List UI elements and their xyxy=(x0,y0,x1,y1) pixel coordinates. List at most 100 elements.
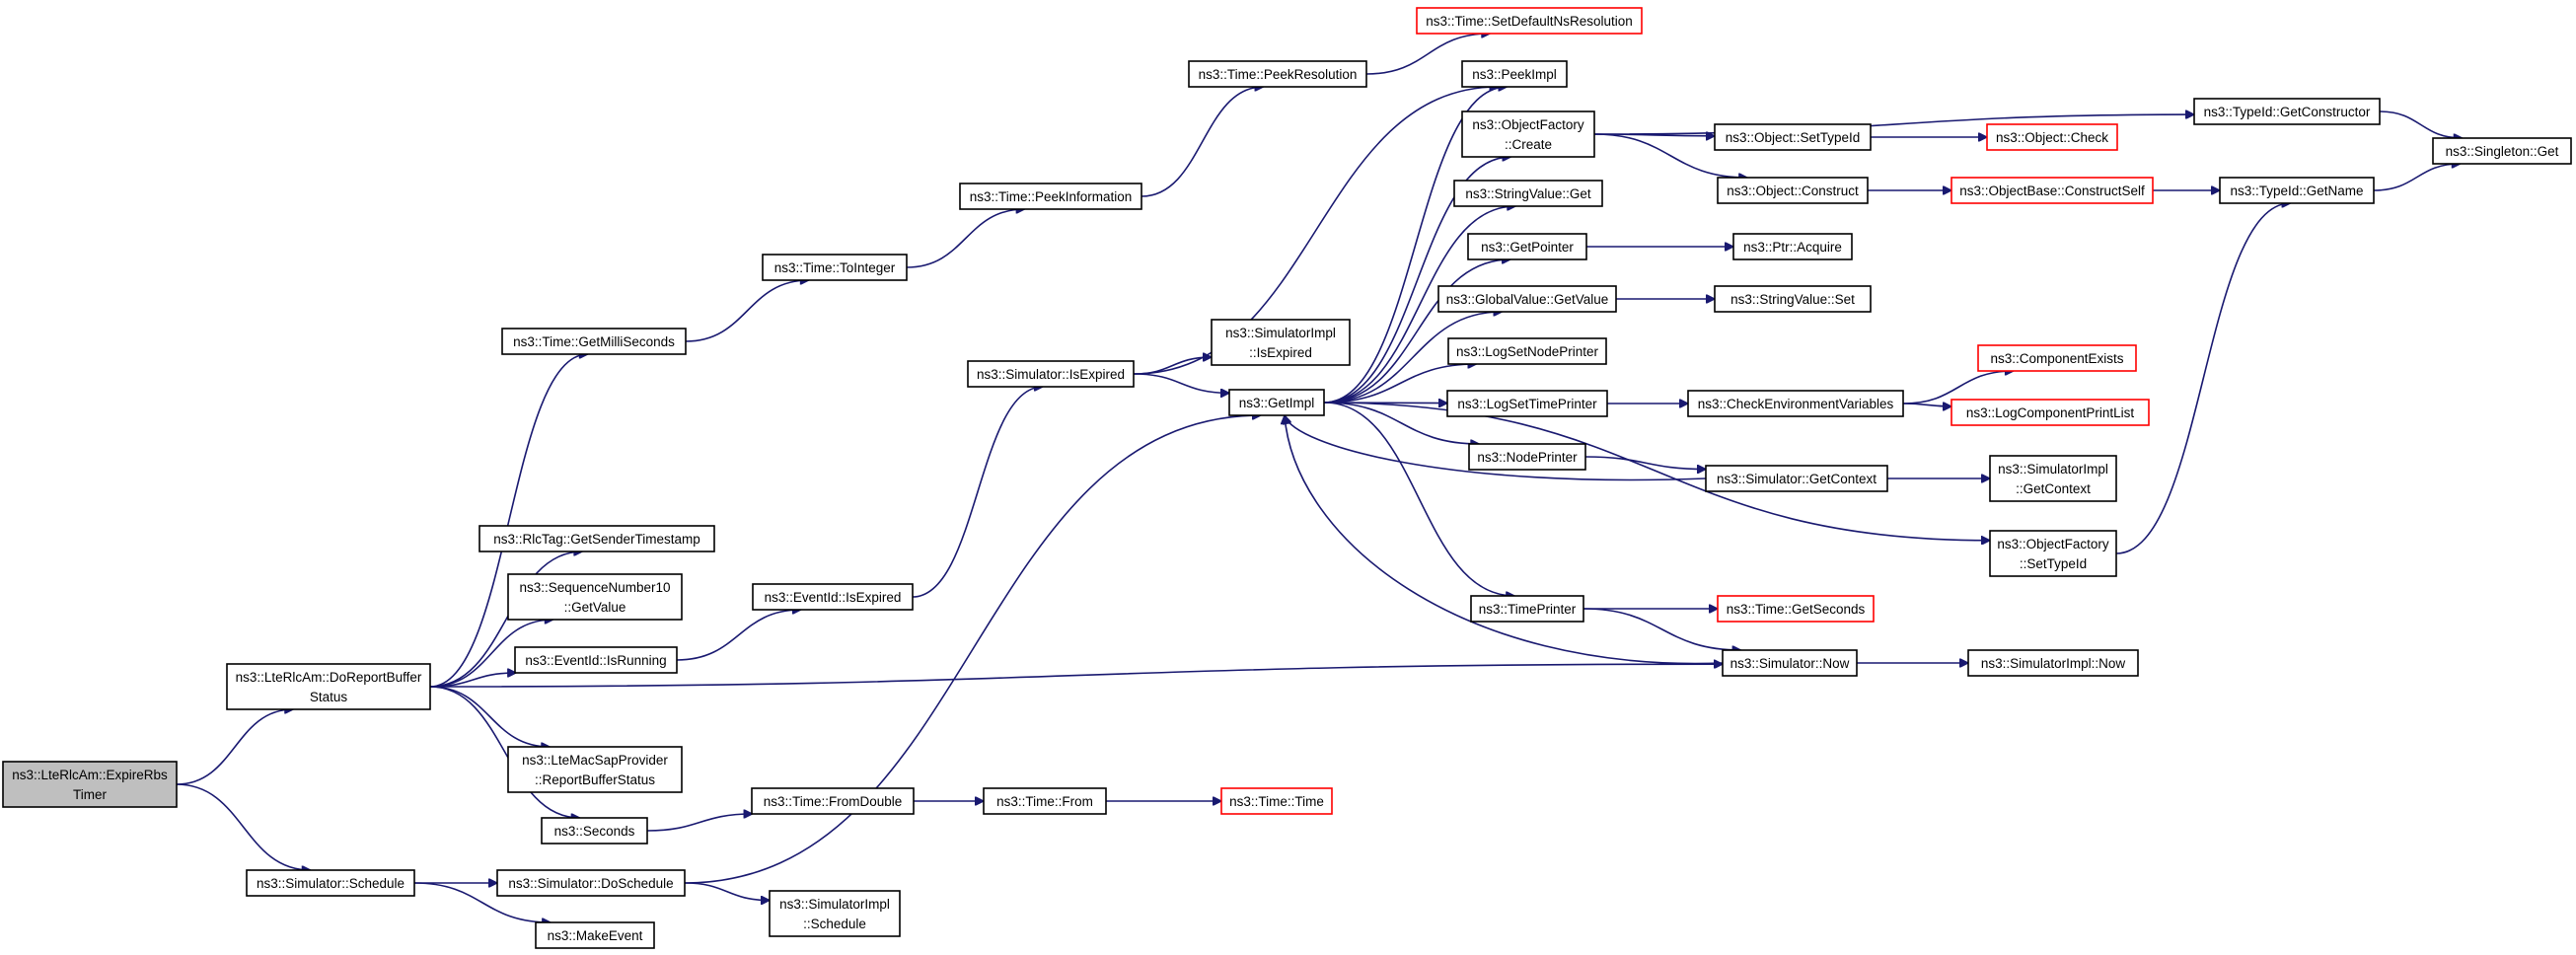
node-ns3-simulatorimpl-isexpired[interactable]: ns3::SimulatorImpl::IsExpired xyxy=(1211,319,1351,366)
node-box xyxy=(2193,98,2381,125)
node-ns3-ptr-acquire[interactable]: ns3::Ptr::Acquire xyxy=(1732,233,1853,260)
node-label: ns3::RlcTag::GetSenderTimestamp xyxy=(493,532,700,547)
node-ns3-simulator-now[interactable]: ns3::Simulator::Now xyxy=(1722,649,1858,677)
node-ns3-simulator-doschedule[interactable]: ns3::Simulator::DoSchedule xyxy=(496,869,686,897)
node-label: ns3::EventId::IsRunning xyxy=(525,653,666,668)
node-ns3-sequencenumber10-getvalue[interactable]: ns3::SequenceNumber10::GetValue xyxy=(507,573,683,621)
node-ns3-simulator-getcontext[interactable]: ns3::Simulator::GetContext xyxy=(1705,465,1888,492)
node-ns3-typeid-getname[interactable]: ns3::TypeId::GetName xyxy=(2219,177,2375,204)
node-ns3-time-getmilliseconds[interactable]: ns3::Time::GetMilliSeconds xyxy=(501,328,687,355)
node-box xyxy=(769,890,901,937)
node-label: ns3::TimePrinter xyxy=(1479,602,1577,617)
node-ns3-getpointer[interactable]: ns3::GetPointer xyxy=(1467,233,1587,260)
node-box xyxy=(1714,285,1872,313)
node-ns3-object-settypeid[interactable]: ns3::Object::SetTypeId xyxy=(1714,123,1872,151)
node-ns3-getimpl[interactable]: ns3::GetImpl xyxy=(1228,389,1325,416)
node-ns3-typeid-getconstructor[interactable]: ns3::TypeId::GetConstructor xyxy=(2193,98,2381,125)
edge-16-to-17 xyxy=(1133,357,1212,375)
node-box xyxy=(2432,137,2572,165)
node-ns3-time-peekresolution[interactable]: ns3::Time::PeekResolution xyxy=(1188,60,1367,88)
node-ns3-object-check[interactable]: ns3::Object::Check xyxy=(1986,123,2118,151)
node-ns3-time-tointeger[interactable]: ns3::Time::ToInteger xyxy=(762,254,908,281)
node-ns3-logsettimeprinter[interactable]: ns3::LogSetTimePrinter xyxy=(1446,390,1608,417)
node-ns3-peekimpl[interactable]: ns3::PeekImpl xyxy=(1461,60,1568,88)
edge-13-to-14 xyxy=(1365,34,1490,75)
node-box xyxy=(1211,319,1351,366)
edge-18-to-49 xyxy=(1323,402,1990,541)
node-ns3-time-time[interactable]: ns3::Time::Time xyxy=(1220,787,1333,815)
node-ns3-time-setdefaultnsresolution[interactable]: ns3::Time::SetDefaultNsResolution xyxy=(1416,7,1643,35)
node-ns3-ltemacsapprovider-reportbufferstatus[interactable]: ns3::LteMacSapProvider::ReportBufferStat… xyxy=(507,746,683,793)
node-ns3-stringvalue-get[interactable]: ns3::StringValue::Get xyxy=(1453,180,1603,207)
node-ns3-eventid-isexpired[interactable]: ns3::EventId::IsExpired xyxy=(752,583,914,611)
node-label: ns3::Simulator::Schedule xyxy=(257,876,405,891)
node-label: ns3::TypeId::GetConstructor xyxy=(2204,105,2371,119)
node-ns3-globalvalue-getvalue[interactable]: ns3::GlobalValue::GetValue xyxy=(1437,285,1617,313)
node-ns3-makeevent[interactable]: ns3::MakeEvent xyxy=(535,921,655,949)
node-ns3-simulatorimpl-now[interactable]: ns3::SimulatorImpl::Now xyxy=(1967,649,2139,677)
node-box xyxy=(2219,177,2375,204)
node-box xyxy=(1950,177,2154,204)
node-ns3-simulator-schedule[interactable]: ns3::Simulator::Schedule xyxy=(246,869,415,897)
node-box xyxy=(2,761,178,808)
node-label: ns3::LogComponentPrintList xyxy=(1966,405,2135,420)
node-ns3-objectbase-constructself[interactable]: ns3::ObjectBase::ConstructSelf xyxy=(1950,177,2154,204)
node-ns3-rlctag-getsendertimestamp[interactable]: ns3::RlcTag::GetSenderTimestamp xyxy=(478,525,715,552)
node-box xyxy=(496,869,686,897)
node-ns3-simulatorimpl-getcontext[interactable]: ns3::SimulatorImpl::GetContext xyxy=(1989,455,2117,502)
edge-8-to-19 xyxy=(646,814,753,832)
node-label: ns3::SimulatorImpl xyxy=(779,897,890,912)
node-box xyxy=(1989,530,2117,577)
node-label: ns3::Object::SetTypeId xyxy=(1726,130,1861,145)
edge-35-to-18 xyxy=(1285,415,1707,481)
node-ns3-nodeprinter[interactable]: ns3::NodePrinter xyxy=(1468,443,1586,471)
node-ns3-seconds[interactable]: ns3::Seconds xyxy=(541,817,648,845)
node-ns3-singleton-get[interactable]: ns3::Singleton::Get xyxy=(2432,137,2572,165)
node-label: ::Create xyxy=(1505,137,1552,152)
node-ns3-stringvalue-set[interactable]: ns3::StringValue::Set xyxy=(1714,285,1872,313)
node-label: ns3::GetImpl xyxy=(1239,396,1315,410)
node-ns3-object-construct[interactable]: ns3::Object::Construct xyxy=(1717,177,1869,204)
node-ns3-time-peekinformation[interactable]: ns3::Time::PeekInformation xyxy=(959,183,1142,210)
node-label: Timer xyxy=(73,787,107,802)
node-label: ns3::Simulator::GetContext xyxy=(1717,472,1877,486)
node-ns3-eventid-isrunning[interactable]: ns3::EventId::IsRunning xyxy=(514,646,678,674)
node-label: ns3::CheckEnvironmentVariables xyxy=(1698,397,1894,411)
node-ns3-logcomponentprintlist[interactable]: ns3::LogComponentPrintList xyxy=(1950,399,2150,426)
node-box xyxy=(1188,60,1367,88)
node-label: ns3::Time::PeekResolution xyxy=(1199,67,1358,82)
node-box xyxy=(1977,344,2137,372)
node-ns3-time-fromdouble[interactable]: ns3::Time::FromDouble xyxy=(751,787,915,815)
edge-12-to-13 xyxy=(1141,87,1264,197)
node-box xyxy=(1416,7,1643,35)
edge-18-to-31 xyxy=(1323,402,1514,596)
edge-24-to-46 xyxy=(1593,114,2194,135)
node-label: ns3::PeekImpl xyxy=(1472,67,1557,82)
node-ns3-time-getseconds[interactable]: ns3::Time::GetSeconds xyxy=(1717,595,1875,623)
node-label: ns3::Object::Check xyxy=(1996,130,2108,145)
node-ns3-objectfactory-settypeid[interactable]: ns3::ObjectFactory::SetTypeId xyxy=(1989,530,2117,577)
node-box xyxy=(1447,337,1607,365)
node-label: ::Schedule xyxy=(803,917,866,931)
edge-18-to-23 xyxy=(1323,87,1507,404)
edge-18-to-25 xyxy=(1323,206,1515,404)
node-label: ns3::TypeId::GetName xyxy=(2230,184,2363,198)
node-ns3-componentexists[interactable]: ns3::ComponentExists xyxy=(1977,344,2137,372)
node-label: ::GetContext xyxy=(2016,481,2091,496)
node-ns3-checkenvironmentvariables[interactable]: ns3::CheckEnvironmentVariables xyxy=(1687,390,1904,417)
node-ns3-simulatorimpl-schedule[interactable]: ns3::SimulatorImpl::Schedule xyxy=(769,890,901,937)
node-ns3-objectfactory-create[interactable]: ns3::ObjectFactory::Create xyxy=(1461,110,1595,158)
node-label: ns3::StringValue::Get xyxy=(1465,186,1591,201)
node-ns3-simulator-isexpired[interactable]: ns3::Simulator::IsExpired xyxy=(967,360,1135,388)
node-box xyxy=(1220,787,1333,815)
node-box xyxy=(1687,390,1904,417)
node-ns3-timeprinter[interactable]: ns3::TimePrinter xyxy=(1470,595,1584,623)
node-label: ns3::ObjectFactory xyxy=(1472,117,1584,132)
node-label: ns3::LteRlcAm::DoReportBuffer xyxy=(236,670,422,685)
node-box xyxy=(1986,123,2118,151)
node-ns3-time-from[interactable]: ns3::Time::From xyxy=(983,787,1107,815)
node-label: ns3::Time::SetDefaultNsResolution xyxy=(1426,14,1633,29)
node-ns3-logsetnodeprinter[interactable]: ns3::LogSetNodePrinter xyxy=(1447,337,1607,365)
